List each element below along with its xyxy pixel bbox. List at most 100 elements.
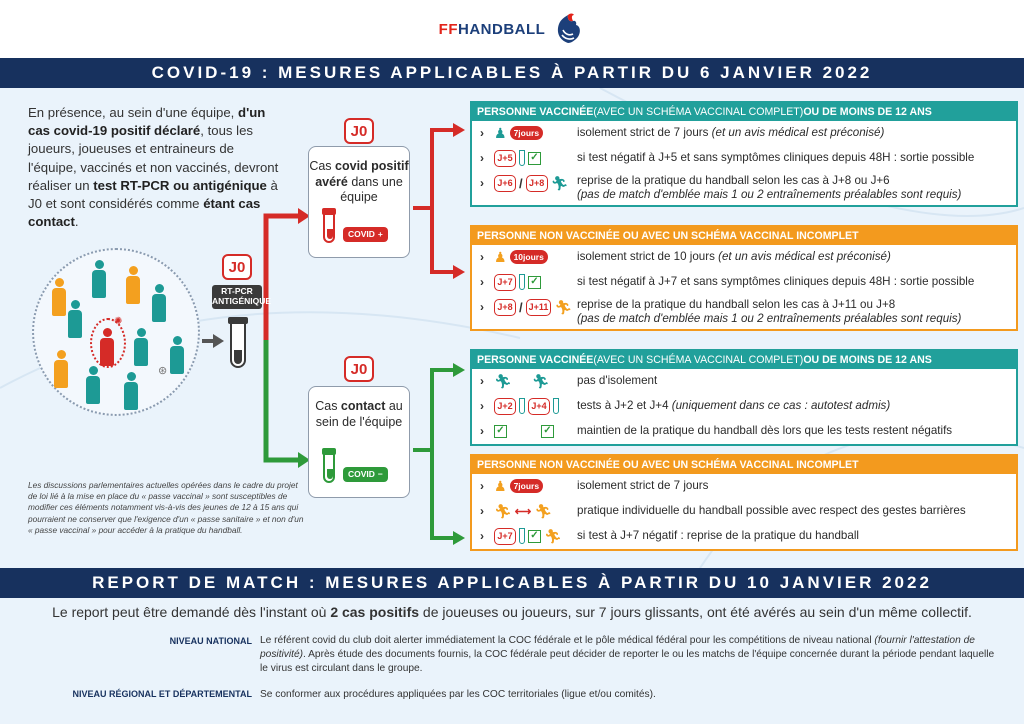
disclaimer-text: Les discussions parlementaires actuelles… xyxy=(28,480,304,535)
runner-icon: 🏃︎ xyxy=(531,373,550,389)
report-lead: Le report peut être demandé dès l'instan… xyxy=(52,604,972,620)
day-badge: J+5 xyxy=(494,149,516,167)
runner-icon: 🏃︎ xyxy=(494,373,512,389)
panel-row: › 🏃︎🏃︎ pas d'isolement xyxy=(480,373,658,389)
person-icon: ♟ xyxy=(494,478,507,494)
test-tube-icon xyxy=(519,528,525,544)
regional-level-text: Se conformer aux procédures appliquées p… xyxy=(260,689,656,700)
case-contact-box: Cas contact au sein de l'équipe COVID− xyxy=(308,386,410,498)
virus-icon: ✺ xyxy=(114,316,123,327)
main-section: En présence, au sein d'une équipe, d'un … xyxy=(0,88,1024,568)
panel-row: › J+5✓ si test négatif à J+5 et sans sym… xyxy=(480,149,975,167)
panel-positive-vaccinated: PERSONNE VACCINÉE (AVEC UN SCHÉMA VACCIN… xyxy=(470,101,1018,207)
team-group-illustration: ✺ ⊛ xyxy=(32,248,200,416)
person-icon xyxy=(54,350,68,388)
person-icon xyxy=(92,260,106,298)
j0-badge: J0 xyxy=(222,254,252,280)
check-icon: ✓ xyxy=(528,151,541,165)
j0-badge: J0 xyxy=(344,118,374,144)
day-badge: J+6 xyxy=(494,174,516,192)
panel-header: PERSONNE NON VACCINÉE OU AVEC UN SCHÉMA … xyxy=(472,456,1016,474)
day-badge: J+11 xyxy=(525,298,552,316)
runner-icon: 🏃︎ xyxy=(550,175,569,191)
person-icon xyxy=(170,336,184,374)
rtpcr-label: RT-PCR ANTIGÉNIQUE xyxy=(212,285,271,309)
chevron-right-icon: › xyxy=(480,504,484,518)
case-positive-box: Cas covid positif avéré dans une équipe … xyxy=(308,146,410,258)
days-pill: 7jours xyxy=(509,126,544,140)
chevron-right-icon: › xyxy=(480,399,484,413)
person-icon: ♟ xyxy=(494,249,507,265)
panel-row: › ♟10jours isolement strict de 10 jours … xyxy=(480,249,891,265)
logo-ff: FF xyxy=(438,20,458,38)
logo-handball: HANDBALL xyxy=(458,20,546,38)
national-level-text: Le référent covid du club doit alerter i… xyxy=(260,635,995,675)
runner-icon: 🏃︎ xyxy=(544,528,562,544)
chevron-right-icon: › xyxy=(480,479,484,493)
covid-positive-badge: COVID+ xyxy=(343,227,388,242)
person-icon: ♟ xyxy=(494,125,507,141)
regional-level-label: NIVEAU RÉGIONAL ET DÉPARTEMENTAL xyxy=(72,689,252,699)
panel-row: › J+6/J+8🏃︎ reprise de la pratique du ha… xyxy=(480,174,962,201)
day-badge: J+7 xyxy=(494,273,516,291)
intro-text: En présence, au sein d'une équipe, d'un … xyxy=(28,105,279,230)
person-icon xyxy=(126,266,140,304)
national-level-label: NIVEAU NATIONAL xyxy=(169,636,252,646)
arrow-icon xyxy=(202,334,224,348)
check-icon: ✓ xyxy=(541,424,554,438)
chevron-right-icon: › xyxy=(480,529,484,543)
panel-row: › 🏃︎⟷🏃︎ pratique individuelle du handbal… xyxy=(480,503,966,519)
test-tube-icon xyxy=(519,150,525,166)
panel-row: › J+7✓ si test négatif à J+7 et sans sym… xyxy=(480,273,975,291)
panel-contact-unvaccinated: PERSONNE NON VACCINÉE OU AVEC UN SCHÉMA … xyxy=(470,454,1018,551)
day-badge: J+8 xyxy=(525,174,548,192)
ball-icon: ⊛ xyxy=(158,365,168,377)
panel-row: › ♟7jours isolement strict de 7 jours xyxy=(480,478,709,494)
panel-contact-vaccinated: PERSONNE VACCINÉE (AVEC UN SCHÉMA VACCIN… xyxy=(470,349,1018,446)
panel-header: PERSONNE VACCINÉE (AVEC UN SCHÉMA VACCIN… xyxy=(472,351,1016,369)
header: FFHANDBALL xyxy=(0,0,1024,58)
chevron-right-icon: › xyxy=(480,424,484,438)
panel-positive-unvaccinated: PERSONNE NON VACCINÉE OU AVEC UN SCHÉMA … xyxy=(470,225,1018,331)
day-badge: J+7 xyxy=(494,527,516,545)
person-icon xyxy=(124,372,138,410)
days-pill: 10jours xyxy=(509,250,548,264)
test-tube-icon xyxy=(322,208,336,243)
report-section: Le report peut être demandé dès l'instan… xyxy=(0,598,1024,724)
days-pill: 7jours xyxy=(509,479,544,493)
banner-match-postponement: REPORT DE MATCH : MESURES APPLICABLES À … xyxy=(0,568,1024,598)
test-tube-icon xyxy=(519,398,525,414)
j0-badge: J0 xyxy=(344,356,374,382)
ffhandball-logo: FFHANDBALL xyxy=(439,12,586,46)
person-icon xyxy=(152,284,166,322)
chevron-right-icon: › xyxy=(480,250,484,264)
infected-person-icon xyxy=(100,328,114,366)
chevron-right-icon: › xyxy=(480,151,484,165)
panel-header: PERSONNE VACCINÉE (AVEC UN SCHÉMA VACCIN… xyxy=(472,103,1016,121)
chevron-right-icon: › xyxy=(480,275,484,289)
day-badge: J+8 xyxy=(494,298,516,316)
test-tube-icon xyxy=(322,448,336,483)
panel-row: › J+7✓🏃︎ si test à J+7 négatif : reprise… xyxy=(480,527,859,545)
chevron-right-icon: › xyxy=(480,300,484,314)
person-icon xyxy=(86,366,100,404)
banner-covid-measures: COVID-19 : MESURES APPLICABLES À PARTIR … xyxy=(0,58,1024,88)
person-icon xyxy=(68,300,82,338)
runner-icon: 🏃︎ xyxy=(554,299,573,315)
runner-icon: 🏃︎ xyxy=(534,503,553,519)
chevron-right-icon: › xyxy=(480,374,484,388)
panel-header: PERSONNE NON VACCINÉE OU AVEC UN SCHÉMA … xyxy=(472,227,1016,245)
test-tube-icon xyxy=(228,317,248,368)
panel-row: › ♟7jours isolement strict de 7 jours (e… xyxy=(480,125,885,141)
distance-arrow-icon: ⟷ xyxy=(514,505,532,518)
day-badge: J+4 xyxy=(528,397,550,415)
check-icon: ✓ xyxy=(528,529,541,543)
panel-row: › ✓✓ maintien de la pratique du handball… xyxy=(480,424,953,438)
chevron-right-icon: › xyxy=(480,126,484,140)
panel-row: › J+8/J+11🏃︎ reprise de la pratique du h… xyxy=(480,298,962,325)
test-tube-icon xyxy=(519,274,525,290)
test-tube-icon xyxy=(553,398,559,414)
day-badge: J+2 xyxy=(494,397,516,415)
